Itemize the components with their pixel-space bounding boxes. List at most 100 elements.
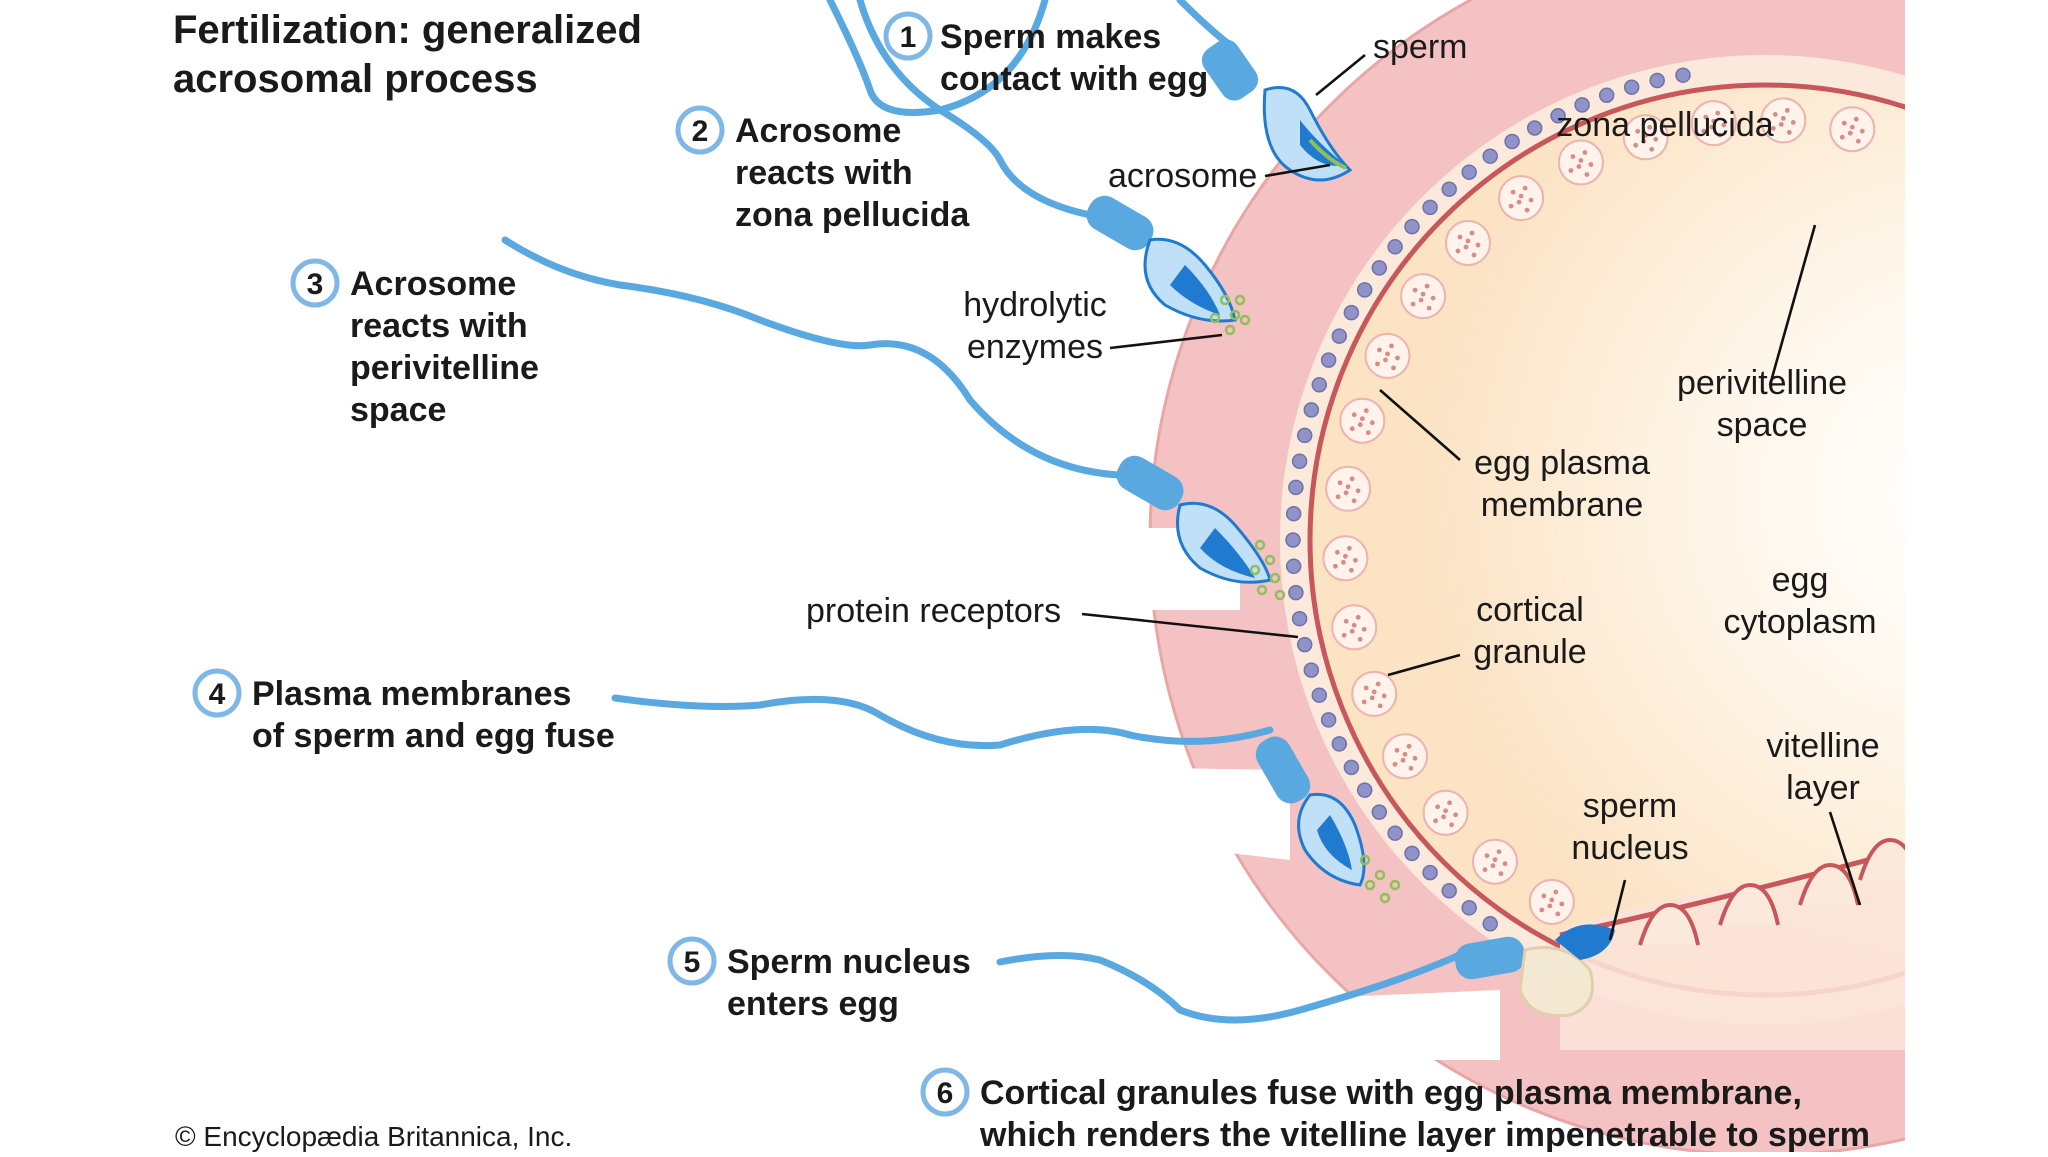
protein-receptor [1311,377,1328,393]
protein-receptor [1343,759,1360,776]
label-sperm-nucleus-line-1: sperm [1583,787,1677,825]
protein-receptor [1356,282,1373,298]
label-egg-plasma-line-2: membrane [1481,486,1644,524]
title-line-2: acrosomal process [173,57,538,101]
cortical-granule [1829,106,1876,153]
step-4-badge [192,668,242,718]
protein-receptor [1404,845,1420,862]
protein-receptor [1623,79,1640,95]
step-1-line-2: contact with egg [940,60,1208,98]
cortical-granule [1690,100,1737,147]
step-3-line-3: perivitelline [350,349,539,387]
cortical-granule [1498,175,1545,222]
label-zona-pellucida: zona pellucida [1556,106,1773,144]
cortical-granule [1339,397,1386,444]
label-vitelline-line-1: vitelline [1766,727,1879,765]
leader-sperm-nucleus [1608,879,1627,941]
label-perivitelline-line-2: space [1717,406,1808,444]
cortical-granule [1325,465,1372,512]
label-egg-cytoplasm-line-1: egg [1772,561,1829,599]
sperm-1 [826,0,1353,182]
step-1-line-1: Sperm makes [940,18,1161,56]
step-5-line-1: Sperm nucleus [727,943,971,981]
cortical-granule [1760,97,1807,144]
step-2-badge [675,105,725,155]
step-5-badge [667,936,717,986]
step-3-line-1: Acrosome [350,265,516,303]
step-1-badge [883,11,933,61]
step-6-number: 6 [937,1077,954,1110]
fertilized-region [1560,860,1905,1050]
step-6-line-2: which renders the vitelline layer impene… [979,1116,1870,1152]
cortical-granule [1331,604,1378,651]
leader-egg-plasma-membrane [1379,389,1461,461]
protein-receptor [1404,218,1420,235]
protein-receptor [1303,402,1320,418]
protein-receptor [1598,87,1615,104]
step-4-line-2: of sperm and egg fuse [252,717,615,755]
step-2-number: 2 [692,115,709,148]
copyright-credit: © Encyclopædia Britannica, Inc. [175,1121,572,1152]
protein-receptor [1331,736,1348,752]
protein-receptor [1504,133,1520,150]
cortical-granule [1400,273,1447,320]
step-5: 5 Sperm nucleus enters egg [667,936,971,1023]
label-cortical-line-2: granule [1473,633,1586,671]
protein-receptor [1422,199,1438,216]
protein-receptor [1343,304,1360,321]
fused-granules [1638,837,1905,946]
protein-receptor [1371,260,1388,276]
cortical-granule [1351,670,1398,717]
label-hydrolytic-line-1: hydrolytic [963,286,1107,324]
step-6-badge [920,1067,970,1117]
protein-receptor [1371,804,1388,820]
protein-receptor [1320,712,1337,728]
protein-receptor [1675,67,1691,83]
protein-receptor [1441,883,1457,899]
protein-receptor [1422,864,1438,881]
protein-receptor [1649,72,1665,89]
label-vitelline-line-2: layer [1786,769,1860,807]
protein-receptor [1303,662,1320,678]
leader-hydrolytic-enzymes [1109,333,1223,350]
raised-vitelline-membrane [1559,847,1905,938]
step-4-number: 4 [209,678,226,711]
cortical-granule [1528,878,1575,925]
cortical-granule [1382,733,1428,780]
sperm-2 [856,0,1251,336]
cortical-granule [1445,220,1491,266]
label-sperm-nucleus-line-2: nucleus [1571,829,1688,867]
protein-receptor [1356,782,1373,798]
leader-perivitelline [1768,224,1817,386]
protein-receptor [1320,352,1337,368]
protein-receptor [1387,239,1403,255]
label-egg-cytoplasm-line-2: cytoplasm [1723,603,1876,641]
step-6: 6 Cortical granules fuse with egg plasma… [920,1067,1870,1154]
cortical-granule [1472,838,1518,885]
sperm-5 [996,924,1615,1024]
label-hydrolytic-line-2: enzymes [967,328,1103,366]
protein-receptor [1461,164,1477,180]
step-2-line-1: Acrosome [735,112,901,150]
protein-receptor [1291,610,1308,627]
label-cortical-line-1: cortical [1476,591,1584,629]
protein-receptor [1285,558,1302,575]
cortical-granule [1364,332,1411,379]
protein-receptor [1296,427,1313,444]
step-1-number: 1 [900,21,917,54]
zona-gap-bottom [1270,990,1500,1060]
step-3-number: 3 [307,268,324,301]
cortical-granules [1322,97,1876,925]
leader-acrosome [1264,163,1331,178]
label-protein-receptors: protein receptors [806,592,1061,630]
step-2: 2 Acrosome reacts with zona pellucida [675,105,970,234]
label-perivitelline-line-1: perivitelline [1677,364,1847,402]
protein-receptor [1285,532,1301,548]
step-2-line-3: zona pellucida [735,196,970,234]
label-egg-plasma-line-1: egg plasma [1474,444,1650,482]
step-6-line-1: Cortical granules fuse with egg plasma m… [980,1074,1802,1112]
step-1: 1 Sperm makes contact with egg [883,11,1208,98]
step-4: 4 Plasma membranes of sperm and egg fuse [192,668,615,755]
